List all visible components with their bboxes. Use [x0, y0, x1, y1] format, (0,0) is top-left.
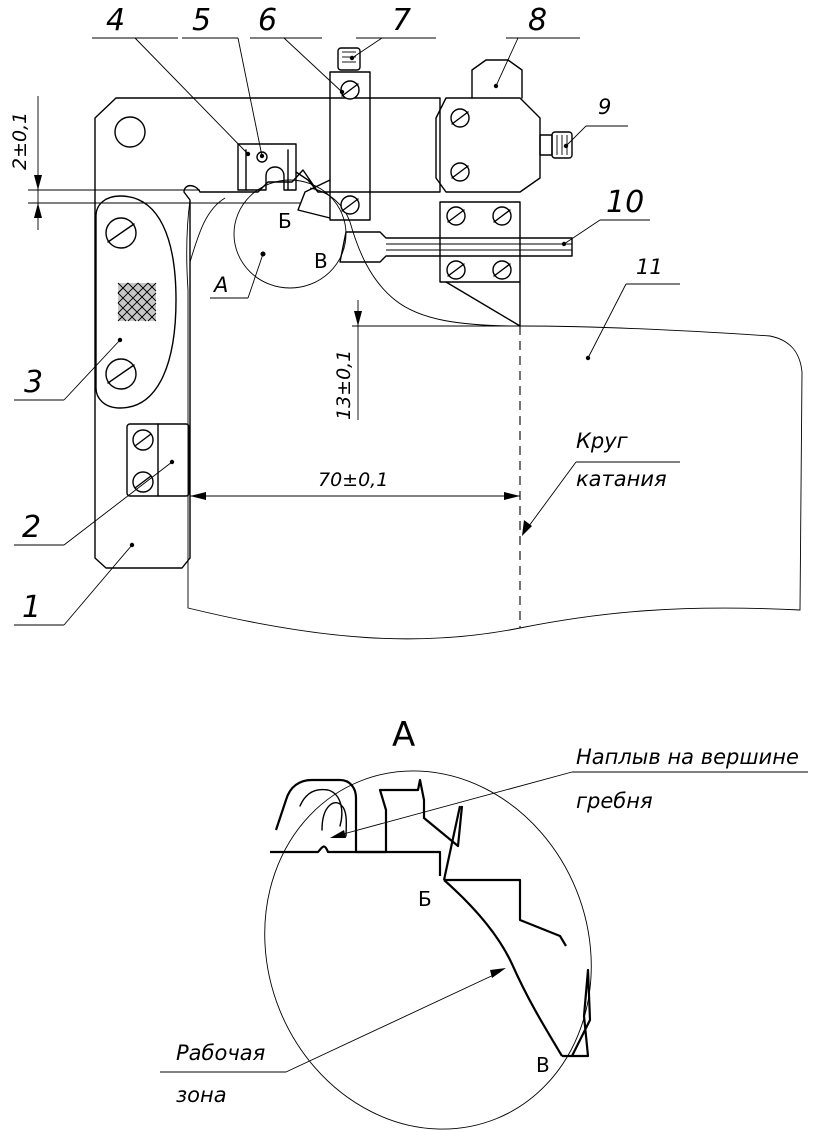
detail-title: А — [392, 715, 415, 755]
detail-circle — [264, 770, 592, 1130]
screw — [132, 471, 154, 493]
screw — [450, 108, 470, 128]
dim-width-label: 70±0,1 — [318, 469, 388, 491]
detail-point-v: В — [536, 1053, 550, 1077]
flange-note-1: Наплыв на вершине — [576, 745, 799, 769]
hatched-mark — [117, 282, 157, 322]
callout-leaders — [14, 37, 680, 626]
callout-6: 6 — [258, 3, 277, 38]
callout-11: 11 — [636, 255, 663, 279]
detail-parts — [270, 778, 592, 1058]
dim-top-gap-label: 2±0,1 — [9, 112, 31, 170]
rod-10 — [339, 231, 573, 263]
screw — [105, 358, 137, 390]
screw — [492, 260, 512, 280]
dimension-height — [352, 300, 520, 420]
callout-7: 7 — [392, 3, 411, 38]
view-a-marker: A — [212, 273, 228, 297]
dimension-top-gap — [28, 96, 300, 230]
flange-note-2: гребня — [576, 789, 653, 813]
bar-6 — [329, 71, 371, 221]
callout-2: 2 — [22, 510, 41, 545]
working-zone-2: зона — [176, 1083, 227, 1107]
screw-9-head — [551, 131, 573, 159]
point-v: В — [314, 249, 328, 273]
part-8 — [471, 59, 523, 99]
block — [435, 97, 541, 193]
wheel-flange-curve — [189, 197, 226, 263]
screw-9 — [539, 134, 553, 156]
screw — [105, 217, 137, 249]
screw — [446, 206, 466, 226]
callout-8: 8 — [528, 3, 547, 38]
callout-4: 4 — [106, 3, 125, 38]
point-b: Б — [278, 209, 292, 233]
detail-point-b: Б — [418, 887, 432, 911]
screw — [340, 195, 360, 215]
callout-9: 9 — [598, 95, 611, 119]
screw — [132, 429, 154, 451]
callout-3: 3 — [24, 365, 43, 400]
lower-block — [439, 201, 521, 283]
callout-1: 1 — [22, 590, 41, 625]
callout-10: 10 — [606, 185, 644, 220]
probe-5 — [237, 143, 297, 191]
screw — [492, 206, 512, 226]
screw — [450, 162, 470, 182]
screw — [446, 260, 466, 280]
pointed-stop — [445, 281, 521, 327]
detail-leaders — [160, 771, 808, 1073]
rolling-circle-label-2: катания — [576, 467, 667, 491]
dim-height-label: 13±0,1 — [333, 350, 355, 420]
dimension-width — [190, 492, 520, 500]
rolling-circle-label-1: Круг — [576, 429, 629, 453]
callout-5: 5 — [192, 3, 211, 38]
wheel-profile — [186, 187, 803, 640]
hole — [114, 116, 146, 148]
plate-3 — [95, 195, 177, 409]
gauge-body — [94, 97, 441, 569]
screw-7 — [337, 47, 361, 71]
working-zone-1: Рабочая — [176, 1041, 265, 1065]
screw — [340, 80, 360, 100]
view-a-circle — [233, 179, 347, 289]
